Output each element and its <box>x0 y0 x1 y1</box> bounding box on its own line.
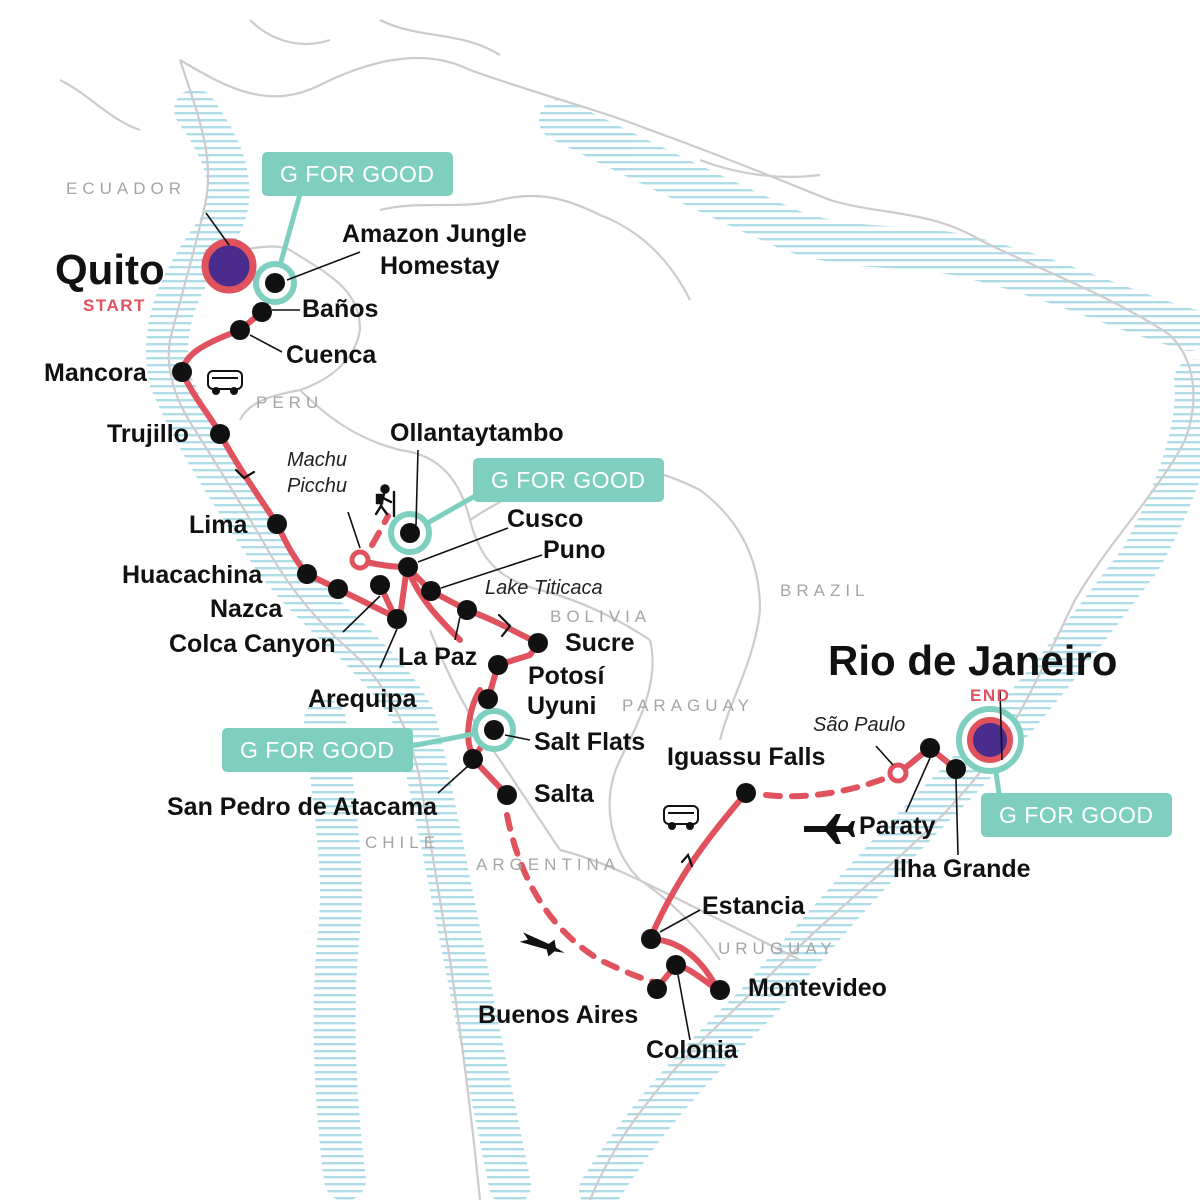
stop-la-paz <box>457 600 477 620</box>
stop-nazca <box>328 579 348 599</box>
start-marker <box>201 238 257 294</box>
label-paraty: Paraty <box>859 812 936 840</box>
label-machu-line1: Machu <box>287 449 348 471</box>
stop-arequipa <box>387 609 407 629</box>
waypoint-machu-picchu <box>349 549 371 571</box>
stop-huacachina <box>297 564 317 584</box>
route-dashed <box>369 513 901 986</box>
bus-icon <box>663 805 699 830</box>
stop-colca <box>370 575 390 595</box>
stop-mancora <box>172 362 192 382</box>
label-huacachina: Huacachina <box>122 561 263 589</box>
stop-puno <box>421 581 441 601</box>
stop-cuenca <box>230 320 250 340</box>
gfg-badge-ilha-grande: G FOR GOOD <box>981 793 1172 837</box>
label-sucre: Sucre <box>565 629 635 657</box>
stop-lima <box>267 514 287 534</box>
bus-icon <box>207 370 243 395</box>
stop-uyuni <box>478 689 498 709</box>
stop-trujillo <box>210 424 230 444</box>
label-ilha-grande: Ilha Grande <box>893 855 1031 883</box>
leader-lines <box>205 212 1003 1041</box>
label-arequipa: Arequipa <box>308 685 417 713</box>
end-marker <box>967 717 1013 763</box>
label-montevideo: Montevideo <box>748 974 887 1002</box>
label-lake-titicaca: Lake Titicaca <box>485 577 603 599</box>
stop-sucre <box>528 633 548 653</box>
label-cusco: Cusco <box>507 505 584 533</box>
label-san-pedro: San Pedro de Atacama <box>167 793 438 821</box>
country-label-brazil: BRAZIL <box>780 581 870 600</box>
label-uyuni: Uyuni <box>527 692 597 720</box>
stop-salta <box>497 785 517 805</box>
hiker-icon <box>374 484 396 518</box>
stop-ollantaytambo <box>400 523 420 543</box>
label-salta: Salta <box>534 780 594 808</box>
stops <box>172 273 966 1000</box>
label-la-paz: La Paz <box>398 643 478 671</box>
stop-cusco <box>398 557 418 577</box>
label-cuenca: Cuenca <box>286 341 377 369</box>
country-label-paraguay: PARAGUAY <box>622 696 754 715</box>
start-tag: START <box>83 296 146 315</box>
waypoints <box>349 549 909 784</box>
label-nazca: Nazca <box>210 595 283 623</box>
label-buenos-aires: Buenos Aires <box>478 1001 639 1029</box>
label-trujillo: Trujillo <box>107 420 189 448</box>
stop-estancia <box>641 929 661 949</box>
land-outlines <box>59 19 1195 1200</box>
label-amazon-jungle: Amazon Jungle <box>342 220 527 248</box>
stop-colonia <box>666 955 686 975</box>
stop-iguassu <box>736 783 756 803</box>
direction-arrow-icon <box>234 468 694 868</box>
label-iguassu: Iguassu Falls <box>667 743 826 771</box>
country-label-uruguay: URUGUAY <box>718 939 837 958</box>
country-label-peru: PERU <box>256 393 324 412</box>
stop-banos <box>252 302 272 322</box>
stop-amazon-homestay <box>265 273 285 293</box>
label-colonia: Colonia <box>646 1036 738 1064</box>
label-lima: Lima <box>189 511 248 539</box>
label-homestay: Homestay <box>380 252 500 280</box>
stop-salt-flats <box>484 720 504 740</box>
stop-san-pedro <box>463 749 483 769</box>
gfg-badge-cusco: G FOR GOOD <box>473 458 664 502</box>
gfg-badge-amazon: G FOR GOOD <box>262 152 453 196</box>
stop-ilha-grande <box>946 759 966 779</box>
airplane-icon <box>804 814 855 844</box>
country-label-argentina: ARGENTINA <box>476 855 621 874</box>
country-label-chile: CHILE <box>365 833 441 852</box>
label-sao-paulo: São Paulo <box>813 714 906 736</box>
start-city-label: Quito <box>55 246 165 293</box>
sea-hatching <box>146 89 1200 1200</box>
label-salt-flats: Salt Flats <box>534 728 646 756</box>
label-ollantaytambo: Ollantaytambo <box>390 419 564 447</box>
label-mancora: Mancora <box>44 359 147 387</box>
stop-montevideo <box>710 980 730 1000</box>
label-colca-canyon: Colca Canyon <box>169 630 336 658</box>
label-machu-line2: Picchu <box>287 475 348 497</box>
label-puno: Puno <box>543 536 606 564</box>
country-label-ecuador: ECUADOR <box>66 179 187 198</box>
country-label-bolivia: BOLIVIA <box>550 607 652 626</box>
stop-buenos-aires <box>647 979 667 999</box>
label-potosi: Potosí <box>528 662 605 690</box>
stop-potosi <box>488 655 508 675</box>
airplane-icon <box>519 932 565 957</box>
stop-paraty <box>920 738 940 758</box>
end-tag: END <box>970 686 1011 705</box>
waypoint-sao-paulo <box>887 762 909 784</box>
end-city-label: Rio de Janeiro <box>828 637 1118 684</box>
label-estancia: Estancia <box>702 892 805 920</box>
label-banos: Baños <box>302 295 379 323</box>
gfg-badge-salt-flats: G FOR GOOD <box>222 728 413 772</box>
